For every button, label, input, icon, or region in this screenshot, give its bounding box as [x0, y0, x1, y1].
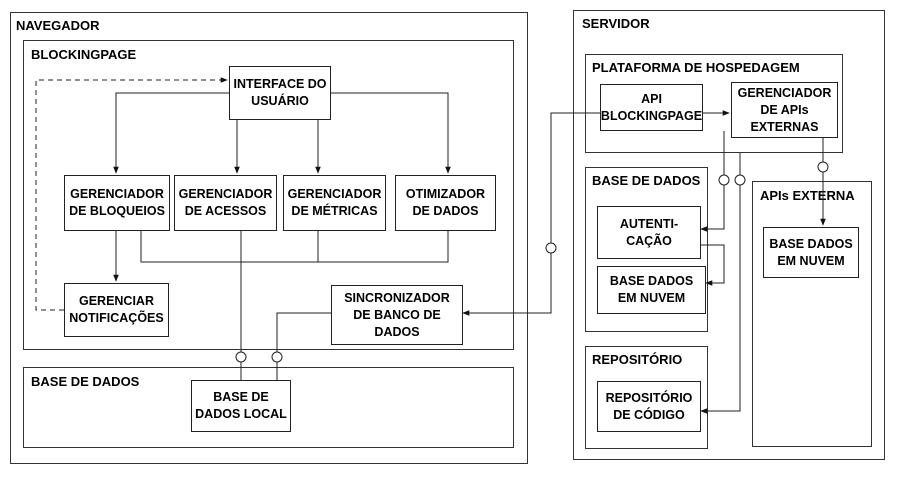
gerenciador-bloqueios-node: GERENCIADOR DE BLOQUEIOS	[64, 175, 170, 231]
gerenciador-apis-externas-node: GERENCIADOR DE APIs EXTERNAS	[731, 82, 838, 138]
gerenciador-acessos-node: GERENCIADOR DE ACESSOS	[174, 175, 277, 231]
otimizador-dados-node: OTIMIZADOR DE DADOS	[395, 175, 496, 231]
blockingpage-label: BLOCKINGPAGE	[31, 47, 137, 62]
sincronizador-banco-dados-node: SINCRONIZADOR DE BANCO DE DADOS	[331, 285, 463, 345]
servidor-label: SERVIDOR	[582, 16, 650, 31]
interface-do-usuario-node: INTERFACE DO USUÁRIO	[229, 66, 331, 120]
repositorio-label: REPOSITÓRIO	[592, 352, 683, 367]
base-dados-server-label: BASE DE DADOS	[592, 173, 701, 188]
plataforma-label: PLATAFORMA DE HOSPEDAGEM	[592, 60, 800, 75]
base-dados-local-node: BASE DE DADOS LOCAL	[191, 380, 291, 432]
base-dados-local-label: BASE DE DADOS	[31, 374, 140, 389]
repositorio-codigo-node: REPOSITÓRIO DE CÓDIGO	[597, 381, 701, 432]
navegador-label: NAVEGADOR	[16, 18, 100, 33]
base-dados-nuvem-server-node: BASE DADOS EM NUVEM	[597, 266, 706, 314]
apis-externa-label: APIs EXTERNA	[760, 188, 855, 203]
gerenciador-metricas-node: GERENCIADOR DE MÉTRICAS	[283, 175, 386, 231]
autenticacao-node: AUTENTI- CAÇÃO	[597, 206, 701, 259]
api-blockingpage-node: API BLOCKINGPAGE	[600, 84, 703, 131]
apis-externa-container	[752, 181, 872, 447]
socket-sync	[545, 242, 557, 254]
base-dados-nuvem-ext-node: BASE DADOS EM NUVEM	[763, 227, 859, 278]
gerenciar-notificacoes-node: GERENCIAR NOTIFICAÇÕES	[64, 283, 169, 337]
